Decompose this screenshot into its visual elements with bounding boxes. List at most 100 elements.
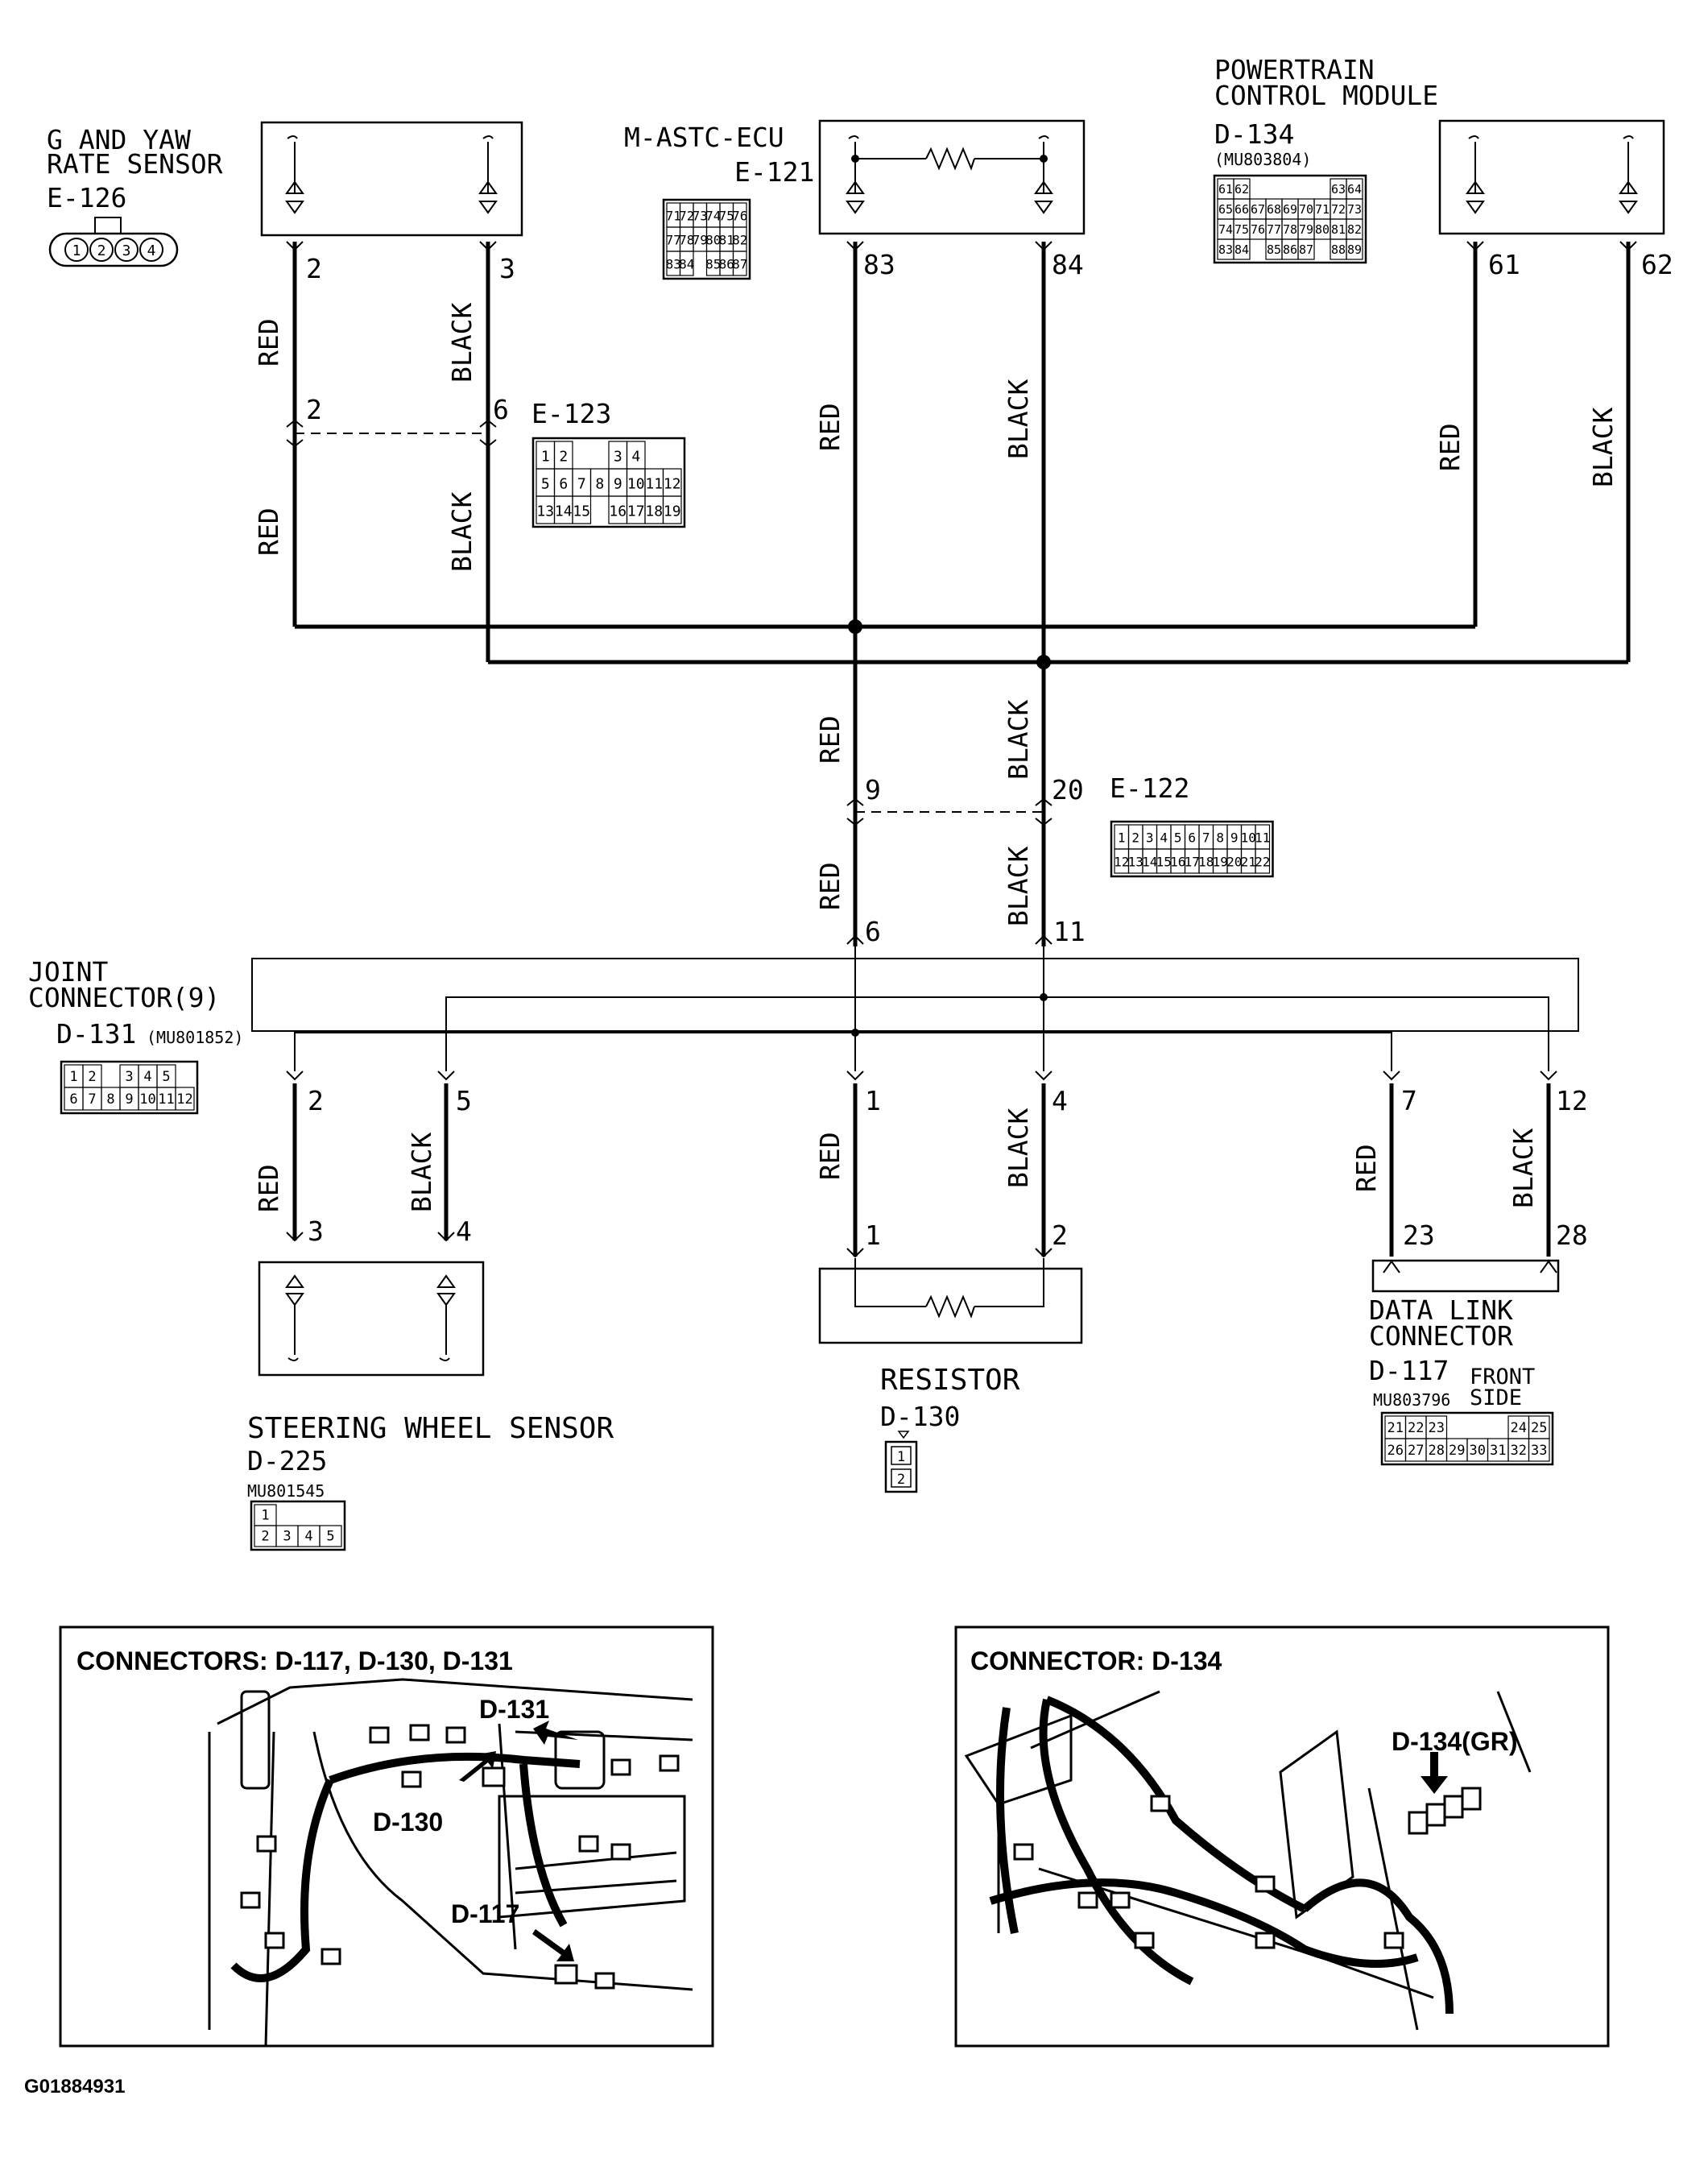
pin-e122-9: 9 [865, 774, 881, 805]
locator-panel-left: CONNECTORS: D-117, D-130, D-131 [59, 1625, 714, 2048]
wire-label-black: BLACK [1587, 408, 1619, 487]
d117-pin: 24 [1511, 1420, 1527, 1436]
d134-pin: 83 [1218, 242, 1233, 257]
d134-pin: 73 [1347, 202, 1362, 217]
joint-name-line2: CONNECTOR(9) [28, 982, 220, 1013]
e123-connector-id: E-123 [531, 398, 611, 429]
e122-connector-id: E-122 [1110, 772, 1189, 804]
locator-left-title: CONNECTORS: D-117, D-130, D-131 [77, 1646, 513, 1675]
g-yaw-name-line2: RATE SENSOR [47, 148, 223, 180]
d117-pin: 22 [1408, 1420, 1424, 1436]
e121-pin: 87 [732, 257, 747, 272]
g-yaw-terminals [285, 135, 498, 214]
d117-outline [1380, 1411, 1554, 1466]
splice-black [1036, 655, 1051, 669]
e122-pin: 1 [1118, 830, 1126, 846]
d134-pin: 61 [1218, 182, 1233, 197]
pcm-name-line1: POWERTRAIN [1214, 54, 1375, 85]
wire-label-red: RED [814, 1132, 846, 1180]
e122-pin: 8 [1216, 830, 1224, 846]
d117-pin: 29 [1449, 1443, 1465, 1459]
d117-pin: 21 [1387, 1420, 1404, 1436]
pin-s4: 4 [456, 1215, 472, 1247]
d131-pin: 10 [139, 1091, 155, 1108]
e123-pin: 14 [555, 503, 573, 520]
e121-pin: 85 [705, 257, 721, 272]
m-astc-ecu: M-ASTC-ECU E-121 71727374757677787980818… [624, 119, 1086, 280]
d117-pin: 23 [1429, 1420, 1445, 1436]
pcm-part-number: (MU803804) [1214, 150, 1311, 169]
e123-pin: 5 [541, 475, 550, 492]
e123-pin: 16 [609, 503, 627, 520]
steering-part-number: MU801545 [247, 1481, 325, 1501]
g-yaw-connector-id: E-126 [47, 182, 126, 213]
e126-connector-face [48, 232, 179, 267]
wire-label-black: BLACK [1003, 847, 1034, 926]
astc-connector-id: E-121 [734, 156, 814, 188]
wire-label-red: RED [1434, 423, 1466, 471]
locator-right-title: CONNECTOR: D-134 [970, 1646, 1222, 1675]
e122-pin: 19 [1213, 855, 1228, 870]
e123-pin: 1 [541, 448, 550, 465]
steering-name: STEERING WHEEL SENSOR [247, 1412, 614, 1445]
e123-outline [531, 437, 686, 528]
resistor-name: RESISTOR [880, 1364, 1020, 1397]
astc-name: M-ASTC-ECU [624, 122, 784, 153]
d117-pin: 26 [1387, 1443, 1404, 1459]
d131-pin: 6 [69, 1091, 77, 1108]
d225-pin: 3 [283, 1529, 291, 1545]
d131-pin: 12 [176, 1091, 192, 1108]
d134-pin: 65 [1218, 202, 1233, 217]
arrow-icon-d117 [532, 1929, 574, 1961]
e121-pin: 74 [705, 209, 721, 224]
powertrain-control-module: POWERTRAIN CONTROL MODULE D-134 (MU80380… [1213, 54, 1665, 264]
e123-pin: 17 [627, 503, 645, 520]
e126-pin: 2 [97, 242, 106, 259]
pin-e122-20: 20 [1052, 774, 1084, 805]
d134-pin: 74 [1218, 222, 1233, 237]
d134-pin: 64 [1347, 182, 1362, 197]
d131-pin: 7 [88, 1091, 96, 1108]
e122-pin: 17 [1185, 855, 1200, 870]
pin-d23: 23 [1403, 1220, 1435, 1251]
steering-box [258, 1261, 485, 1377]
e122-pin: 22 [1255, 855, 1270, 870]
e121-pin: 75 [719, 209, 734, 224]
pin-e123-6: 6 [493, 394, 509, 425]
d130-pin-2: 2 [897, 1472, 905, 1488]
d225-pin: 1 [261, 1508, 269, 1524]
d134-pin: 76 [1251, 222, 1265, 237]
e122-pin: 16 [1170, 855, 1185, 870]
e122-pin: 13 [1128, 855, 1143, 870]
e123-pin: 10 [627, 475, 645, 492]
e122-outline [1110, 820, 1274, 878]
dlc-part-number: MU803796 [1373, 1390, 1450, 1410]
d131-pin: 9 [125, 1091, 133, 1108]
locator-label-d117: D-117 [451, 1899, 519, 1928]
locator-label-d131: D-131 [479, 1695, 549, 1724]
d117-pin: 32 [1511, 1443, 1527, 1459]
pin-labels: 2 3 2 6 83 84 61 62 9 20 6 11 2 5 1 4 7 … [306, 249, 1673, 1251]
e122-pin: 12 [1114, 855, 1129, 870]
e121-pin: 71 [666, 209, 681, 224]
d131-pin: 8 [106, 1091, 114, 1108]
e121-pin: 80 [705, 233, 721, 248]
dlc-side-line1: FRONT [1470, 1365, 1535, 1389]
d134-pin: 84 [1234, 242, 1249, 257]
d131-pin: 11 [158, 1091, 174, 1108]
d134-pin: 63 [1331, 182, 1346, 197]
wire-label-red: RED [253, 507, 284, 556]
wire-label-black: BLACK [406, 1133, 437, 1212]
pin-j11: 11 [1053, 916, 1086, 947]
pin-a83: 83 [863, 249, 895, 280]
resistor-box [818, 1267, 1083, 1344]
e122-pin: 2 [1131, 830, 1139, 846]
d134-pin: 66 [1234, 202, 1249, 217]
figure-id: G01884931 [24, 2076, 125, 2098]
d134-pin: 81 [1331, 222, 1346, 237]
d134-pin: 88 [1331, 242, 1346, 257]
d117-pin: 33 [1531, 1443, 1547, 1459]
e122-pin: 3 [1146, 830, 1154, 846]
